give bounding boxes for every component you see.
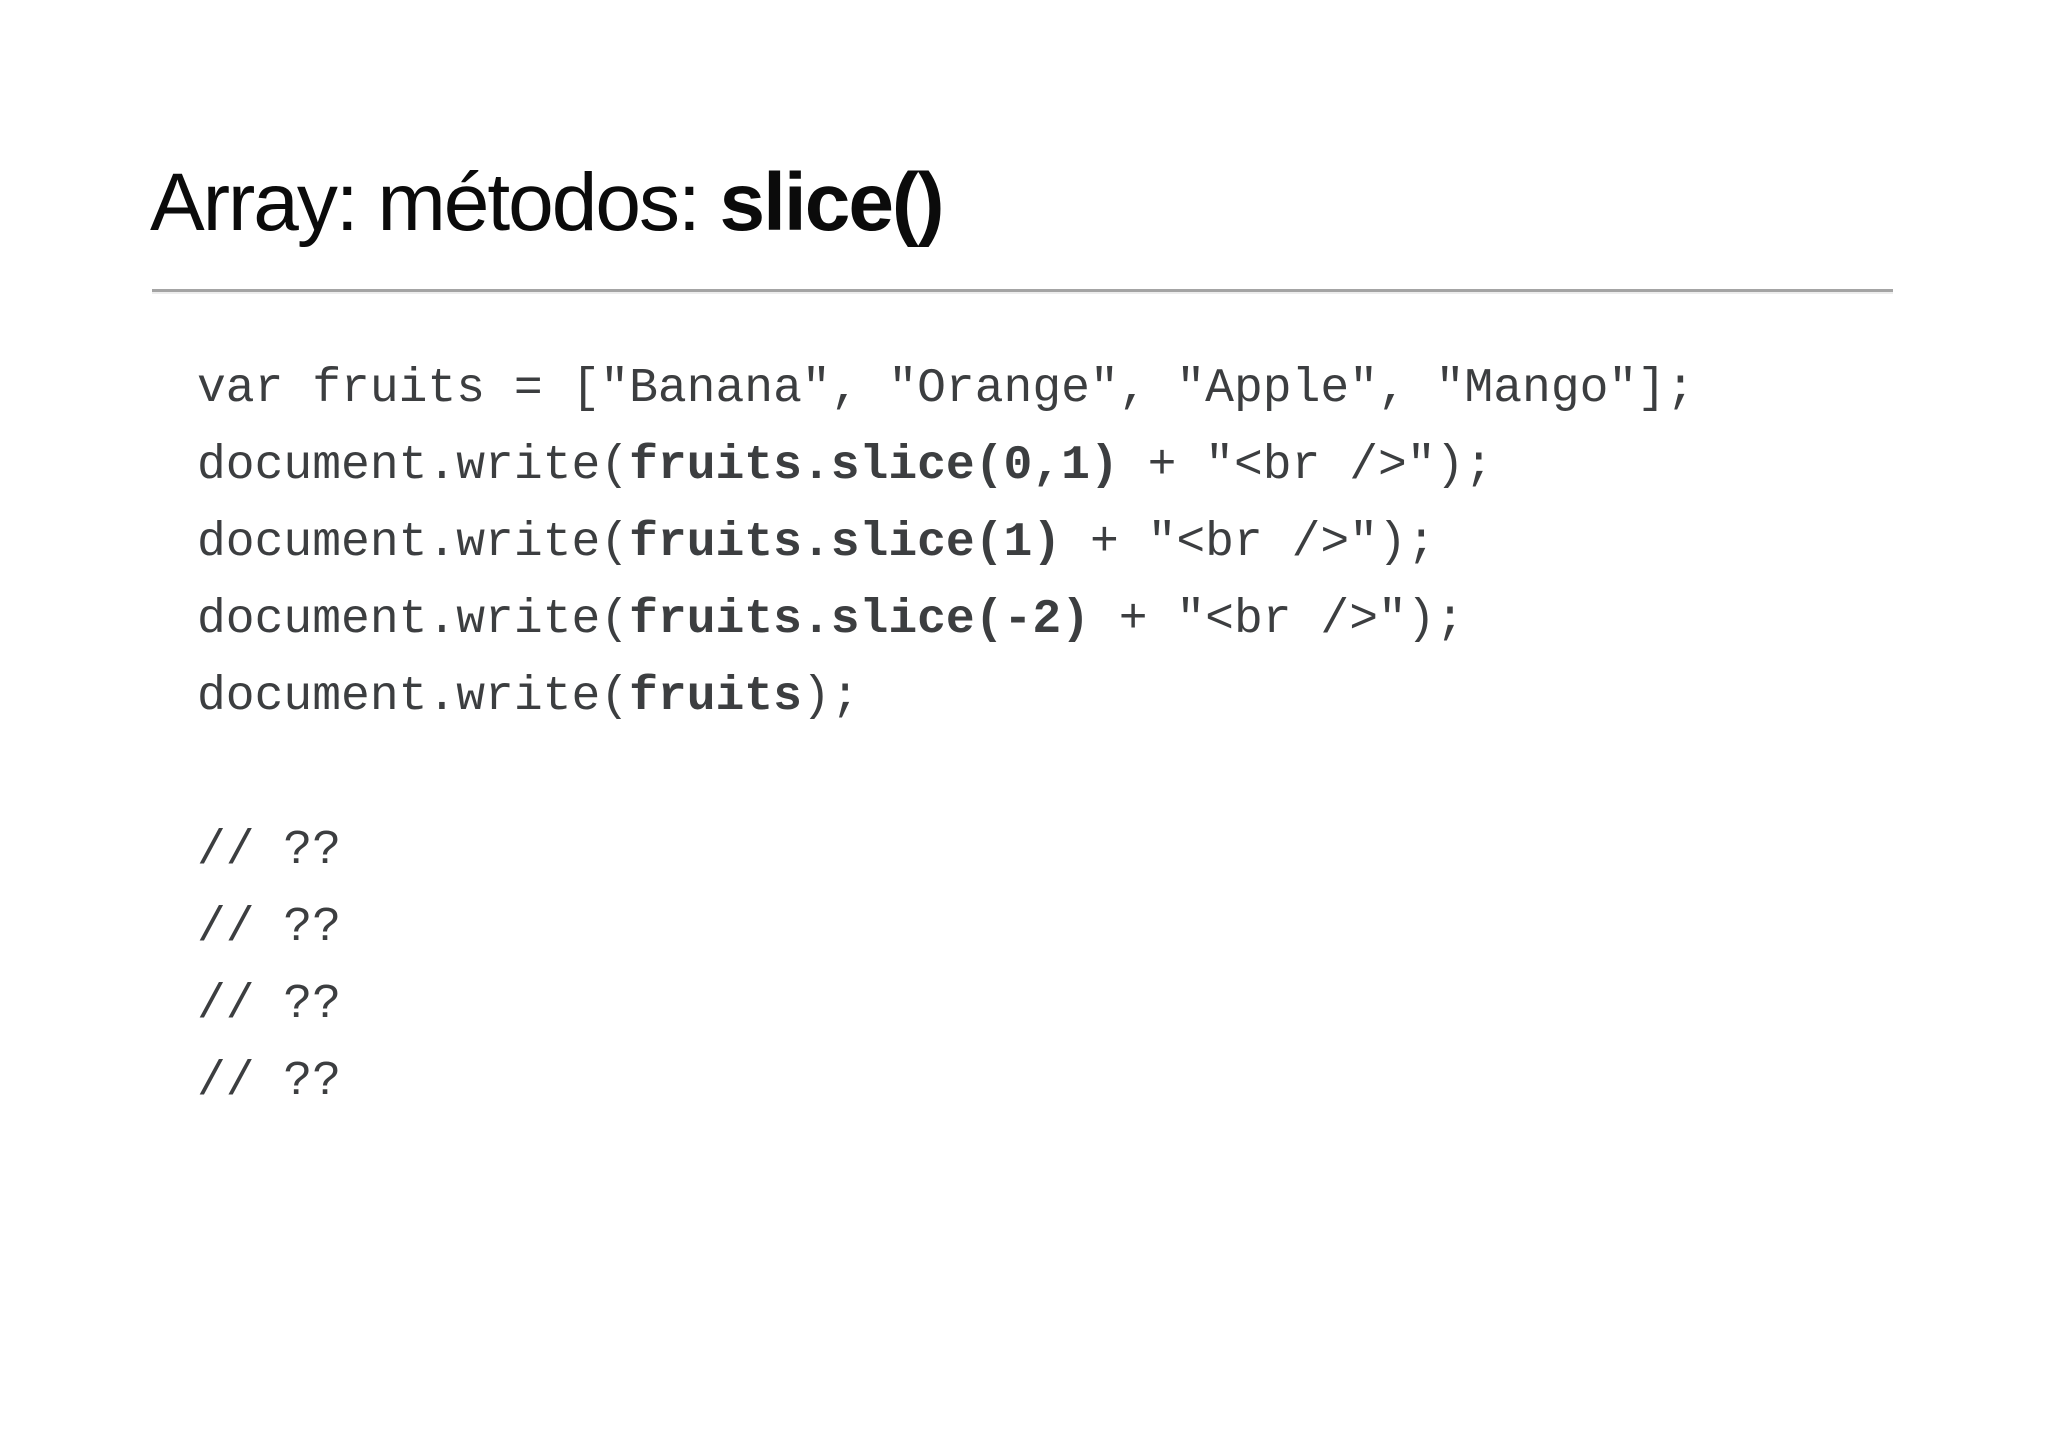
code-line: // ?? — [197, 890, 1695, 967]
code-line: document.write(fruits.slice(1) + "<br />… — [197, 505, 1695, 582]
code-line: document.write(fruits.slice(-2) + "<br /… — [197, 582, 1695, 659]
code-block: var fruits = ["Banana", "Orange", "Apple… — [197, 351, 1695, 1121]
code-line: document.write(fruits.slice(0,1) + "<br … — [197, 428, 1695, 505]
code-line: document.write(fruits); — [197, 659, 1695, 736]
code-emphasis-text: fruits — [629, 670, 802, 724]
code-text: + "<br />"); — [1089, 593, 1465, 647]
code-line: // ?? — [197, 1044, 1695, 1121]
code-text: ); — [801, 670, 860, 724]
code-text: // ?? — [197, 1055, 342, 1109]
code-emphasis-text: fruits.slice(0,1) — [629, 439, 1119, 493]
code-blank-line — [197, 736, 1695, 813]
code-text: + "<br />"); — [1061, 516, 1436, 570]
code-line: var fruits = ["Banana", "Orange", "Apple… — [197, 351, 1695, 428]
code-emphasis-text: fruits.slice(-2) — [629, 593, 1090, 647]
code-emphasis-text: fruits.slice(1) — [629, 516, 1062, 570]
code-text: + "<br />"); — [1118, 439, 1494, 493]
slide-title: Array: métodos: slice() — [150, 162, 945, 244]
code-line: // ?? — [197, 813, 1695, 890]
slide-title-method-name: slice() — [719, 157, 945, 248]
code-text: // ?? — [197, 978, 342, 1032]
title-divider-rule — [152, 289, 1893, 294]
code-text: // ?? — [197, 824, 342, 878]
code-text: document.write( — [197, 670, 630, 724]
code-text: document.write( — [197, 439, 630, 493]
code-text: document.write( — [197, 593, 630, 647]
code-text: var fruits = ["Banana", "Orange", "Apple… — [197, 362, 1695, 416]
code-text: document.write( — [197, 516, 630, 570]
code-line: // ?? — [197, 967, 1695, 1044]
code-text: // ?? — [197, 901, 342, 955]
slide-title-prefix: Array: métodos: — [150, 157, 720, 248]
